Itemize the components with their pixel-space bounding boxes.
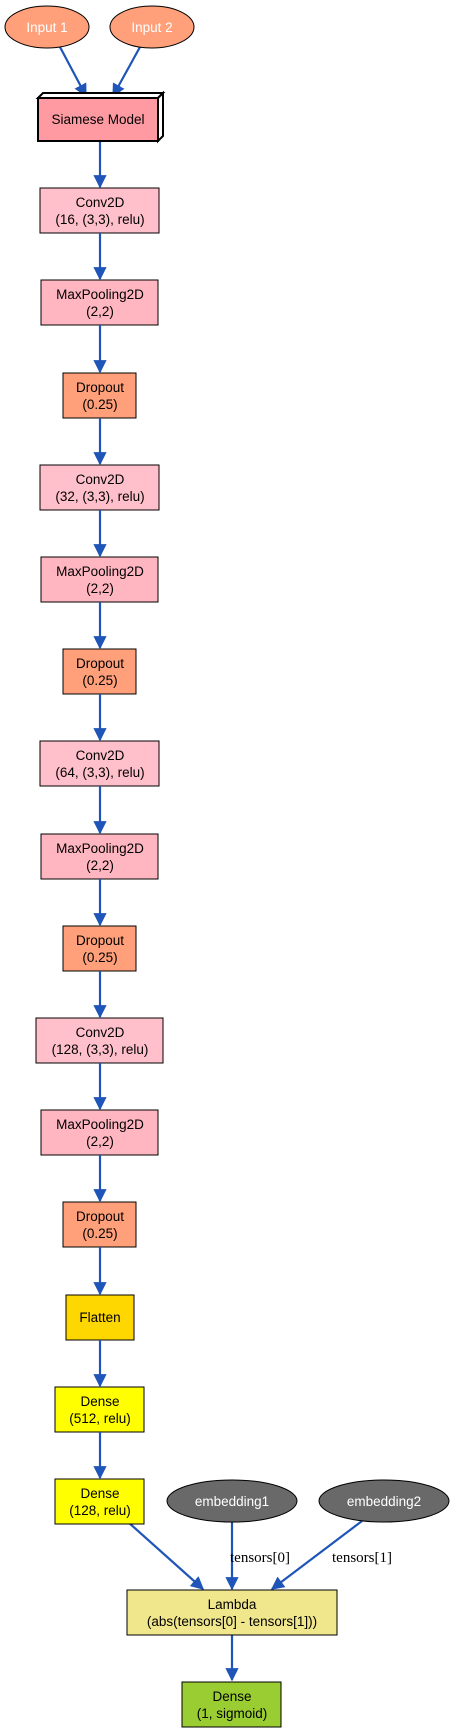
layer-params: (128, (3,3), relu) bbox=[52, 1042, 149, 1057]
layer-conv2d-2: Conv2D (32, (3,3), relu) bbox=[39, 464, 160, 511]
layer-params: (16, (3,3), relu) bbox=[55, 212, 144, 227]
input-2-node: Input 2 bbox=[109, 5, 195, 49]
layer-name: Flatten bbox=[79, 1310, 120, 1325]
layer-box bbox=[62, 372, 137, 419]
layer-box bbox=[39, 464, 160, 511]
layer-box bbox=[40, 833, 159, 880]
layer-name: MaxPooling2D bbox=[56, 841, 144, 856]
edge-label-tensors-0: tensors[0] bbox=[230, 1550, 290, 1566]
layer-box bbox=[62, 648, 137, 695]
output-dense-box bbox=[181, 1681, 282, 1728]
layer-name: Dropout bbox=[76, 380, 124, 395]
layer-dense-512: Dense (512, relu) bbox=[54, 1386, 145, 1433]
layer-box bbox=[35, 1017, 164, 1064]
embedding-1-label: embedding1 bbox=[195, 1494, 269, 1509]
layer-dropout-1: Dropout (0.25) bbox=[62, 372, 137, 419]
layer-params: (512, relu) bbox=[69, 1411, 131, 1426]
input-1-label: Input 1 bbox=[26, 20, 67, 35]
edge-input2-to-model bbox=[112, 46, 141, 98]
layer-box bbox=[40, 556, 159, 603]
input-1-shape bbox=[4, 5, 90, 49]
layer-params: (2,2) bbox=[86, 1134, 114, 1149]
embedding-2-label: embedding2 bbox=[347, 1494, 421, 1509]
layer-box bbox=[54, 1478, 145, 1525]
lambda-box bbox=[126, 1589, 338, 1636]
layer-name: Conv2D bbox=[76, 472, 125, 487]
layer-conv2d-3: Conv2D (64, (3,3), relu) bbox=[39, 740, 160, 787]
layer-params: (64, (3,3), relu) bbox=[55, 765, 144, 780]
layer-dropout-2: Dropout (0.25) bbox=[62, 648, 137, 695]
layer-stack: Conv2D (16, (3,3), relu) MaxPooling2D (2… bbox=[35, 187, 164, 1525]
layer-params: (0.25) bbox=[82, 397, 117, 412]
layer-name: Dropout bbox=[76, 1209, 124, 1224]
lambda-node: Lambda (abs(tensors[0] - tensors[1])) bbox=[126, 1589, 338, 1636]
layer-name: MaxPooling2D bbox=[56, 564, 144, 579]
layer-params: (2,2) bbox=[86, 581, 114, 596]
layer-name: Dropout bbox=[76, 656, 124, 671]
edge-embedding2-to-lambda bbox=[270, 1520, 363, 1590]
layer-box bbox=[62, 925, 137, 972]
layer-box bbox=[39, 187, 160, 234]
embedding-1-node: embedding1 bbox=[166, 1479, 298, 1523]
layer-name: Dense bbox=[80, 1486, 119, 1501]
layer-maxpooling2d-4: MaxPooling2D (2,2) bbox=[40, 1109, 159, 1156]
layer-name: Conv2D bbox=[76, 195, 125, 210]
edge-input1-to-model bbox=[59, 46, 87, 98]
layer-conv2d-1: Conv2D (16, (3,3), relu) bbox=[39, 187, 160, 234]
layer-dropout-3: Dropout (0.25) bbox=[62, 925, 137, 972]
layer-params: (0.25) bbox=[82, 950, 117, 965]
input-1-node: Input 1 bbox=[4, 5, 90, 49]
layer-params: (0.25) bbox=[82, 1226, 117, 1241]
layer-box bbox=[40, 279, 159, 326]
layer-dropout-4: Dropout (0.25) bbox=[62, 1201, 137, 1248]
layer-params: (128, relu) bbox=[69, 1503, 131, 1518]
layer-name: Dropout bbox=[76, 933, 124, 948]
siamese-model-label: Siamese Model bbox=[51, 112, 144, 127]
embedding-2-node: embedding2 bbox=[318, 1479, 450, 1523]
layer-params: (32, (3,3), relu) bbox=[55, 489, 144, 504]
output-dense-node: Dense (1, sigmoid) bbox=[181, 1681, 282, 1728]
layer-flatten: Flatten bbox=[65, 1294, 135, 1341]
layer-name: MaxPooling2D bbox=[56, 1117, 144, 1132]
embedding-2-shape bbox=[318, 1479, 450, 1523]
layer-maxpooling2d-3: MaxPooling2D (2,2) bbox=[40, 833, 159, 880]
layer-name: Conv2D bbox=[76, 1025, 125, 1040]
layer-params: (2,2) bbox=[86, 858, 114, 873]
output-dense-name: Dense bbox=[212, 1689, 251, 1704]
siamese-model-front-face bbox=[37, 97, 159, 142]
lambda-params: (abs(tensors[0] - tensors[1])) bbox=[147, 1614, 317, 1629]
layer-name: Dense bbox=[80, 1394, 119, 1409]
edge-dense128-to-lambda bbox=[127, 1521, 204, 1590]
edge-label-tensors-1: tensors[1] bbox=[332, 1550, 392, 1566]
layer-box bbox=[39, 740, 160, 787]
lambda-name: Lambda bbox=[208, 1597, 257, 1612]
layer-params: (0.25) bbox=[82, 673, 117, 688]
layer-conv2d-4: Conv2D (128, (3,3), relu) bbox=[35, 1017, 164, 1064]
output-dense-params: (1, sigmoid) bbox=[197, 1706, 268, 1721]
edges bbox=[59, 46, 363, 1682]
siamese-model-node: Siamese Model bbox=[35, 90, 166, 144]
layer-box bbox=[65, 1294, 135, 1341]
layer-maxpooling2d-1: MaxPooling2D (2,2) bbox=[40, 279, 159, 326]
layer-dense-128: Dense (128, relu) bbox=[54, 1478, 145, 1525]
layer-box bbox=[54, 1386, 145, 1433]
layer-params: (2,2) bbox=[86, 304, 114, 319]
layer-name: Conv2D bbox=[76, 748, 125, 763]
layer-maxpooling2d-2: MaxPooling2D (2,2) bbox=[40, 556, 159, 603]
input-2-label: Input 2 bbox=[131, 20, 172, 35]
layer-name: MaxPooling2D bbox=[56, 287, 144, 302]
embedding-1-shape bbox=[166, 1479, 298, 1523]
input-2-shape bbox=[109, 5, 195, 49]
